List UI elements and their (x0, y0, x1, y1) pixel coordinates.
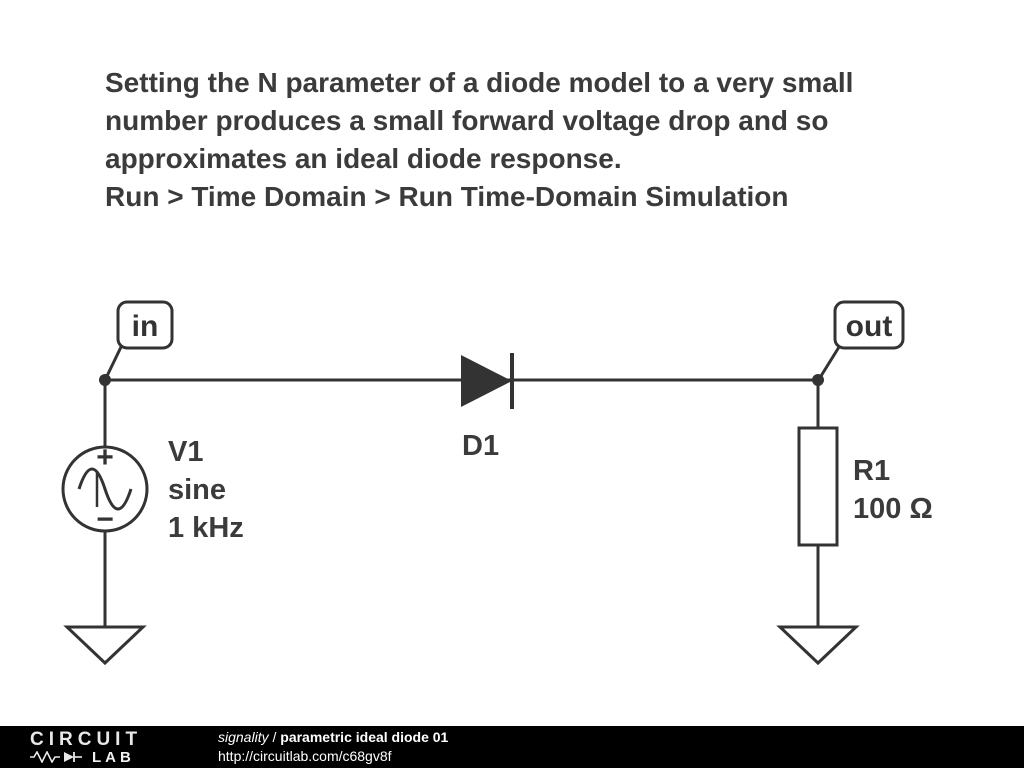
node-label-in-tail (105, 346, 123, 377)
author-name: signality (218, 729, 269, 745)
node-label-out-tail (819, 346, 841, 377)
voltage-source-symbol: + − V1 sine 1 kHz (61, 436, 244, 544)
description-line-1: Setting the N parameter of a diode model… (105, 67, 854, 98)
resistor-name-label: R1 (853, 455, 890, 487)
circuitlab-logo-lab-text: LAB (92, 748, 135, 766)
menu-path-line: Run > Time Domain > Run Time-Domain Simu… (105, 181, 789, 212)
source-frequency-label: 1 kHz (168, 512, 244, 544)
resistor-diode-icon (30, 751, 82, 763)
node-label-out: out (819, 300, 905, 377)
source-waveform-label: sine (168, 474, 226, 506)
node-label-out-text: out (846, 310, 893, 343)
diode-anode-triangle (461, 355, 512, 407)
ground-symbol-left (63, 625, 147, 666)
footer-bar: CIRCUIT LAB signality / parametric ideal… (0, 726, 1024, 768)
node-label-in-box (116, 300, 174, 350)
credit-line: signality / parametric ideal diode 01 (218, 728, 448, 747)
description-line-2: number produces a small forward voltage … (105, 105, 829, 136)
source-plus-sign: + (96, 441, 114, 474)
node-label-out-box (833, 300, 905, 350)
resistor-body (797, 426, 839, 547)
sine-wave-icon (77, 467, 133, 511)
node-label-in: in (105, 300, 174, 377)
node-dot-in (99, 374, 111, 386)
diode-name-label: D1 (462, 430, 499, 462)
diode-symbol: D1 (461, 353, 514, 462)
schematic-title: parametric ideal diode 01 (280, 729, 449, 745)
node-label-in-text: in (132, 310, 159, 343)
circuitlab-logo-top-text: CIRCUIT (30, 728, 143, 750)
footer-meta: signality / parametric ideal diode 01 ht… (218, 728, 448, 766)
source-name-label: V1 (168, 436, 203, 468)
ground-symbol-right (776, 625, 860, 666)
description-text: Setting the N parameter of a diode model… (105, 64, 985, 216)
description-line-3: approximates an ideal diode response. (105, 143, 622, 174)
resistor-symbol: R1 100 Ω (797, 426, 933, 547)
source-minus-sign: − (96, 503, 114, 536)
schematic-url[interactable]: http://circuitlab.com/c68gv8f (218, 748, 392, 764)
circuitlab-logo: CIRCUIT LAB (30, 730, 190, 765)
resistor-value-label: 100 Ω (853, 493, 933, 525)
node-dot-out (812, 374, 824, 386)
circuitlab-logo-bottom: LAB (30, 750, 190, 765)
circuit-schematic: in out D1 + − V1 sine 1 kHz R1 100 Ω (61, 300, 933, 666)
credit-separator: / (268, 729, 281, 745)
